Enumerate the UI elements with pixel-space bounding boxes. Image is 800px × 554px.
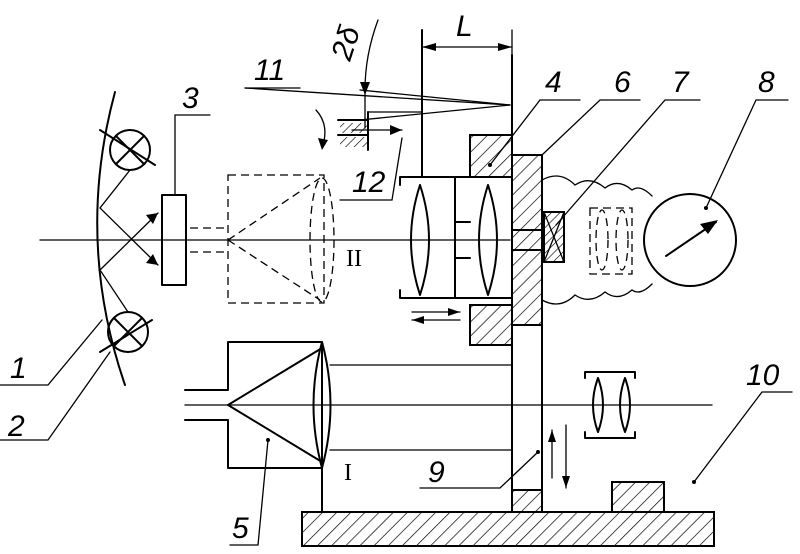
callout-labels: 1 2 3 4 5 6 7 8 9 10 11 12 I II [7, 54, 780, 545]
leader-lines [0, 87, 793, 546]
vertical-slide-9 [511, 54, 543, 513]
collimator-5 [184, 341, 513, 513]
callout-2: 2 [7, 410, 25, 443]
callout-11: 11 [254, 54, 285, 87]
element-3-block [161, 194, 187, 286]
callout-8: 8 [758, 66, 775, 99]
callout-3: 3 [182, 82, 199, 115]
dimension-L: L [421, 10, 513, 61]
reflected-rays [99, 169, 159, 313]
callout-4: 4 [545, 66, 562, 99]
lens-a-icon [410, 184, 430, 296]
angle-marker: 2δ [325, 19, 379, 95]
lamp-upper-icon [109, 129, 151, 171]
callout-10: 10 [746, 359, 780, 392]
callout-1: 1 [10, 352, 27, 385]
lamp-lower-icon [107, 311, 149, 353]
motion-arrows [411, 308, 570, 489]
dashed-projection [190, 174, 335, 304]
lens-b-icon [478, 184, 498, 296]
base-stop-block [611, 481, 665, 513]
reflector-arc [96, 91, 126, 386]
beam-11 [244, 87, 511, 129]
callout-7: 7 [672, 66, 690, 99]
angle-label: 2δ [325, 22, 367, 65]
callout-6: 6 [614, 66, 631, 99]
branch-label-II: II [346, 246, 362, 272]
bellows [541, 175, 653, 305]
lens-holder-4 [399, 134, 513, 346]
dimension-label: L [456, 10, 473, 43]
branch-label-I: I [344, 460, 352, 486]
callout-9: 9 [428, 456, 445, 489]
lens-pair-lower [584, 371, 636, 439]
base-plate [301, 511, 715, 547]
dial-gauge-icon [643, 193, 737, 287]
callout-5: 5 [232, 512, 249, 545]
callout-12: 12 [352, 166, 386, 199]
rotating-plate-12 [315, 29, 423, 178]
optical-axes [39, 239, 713, 406]
